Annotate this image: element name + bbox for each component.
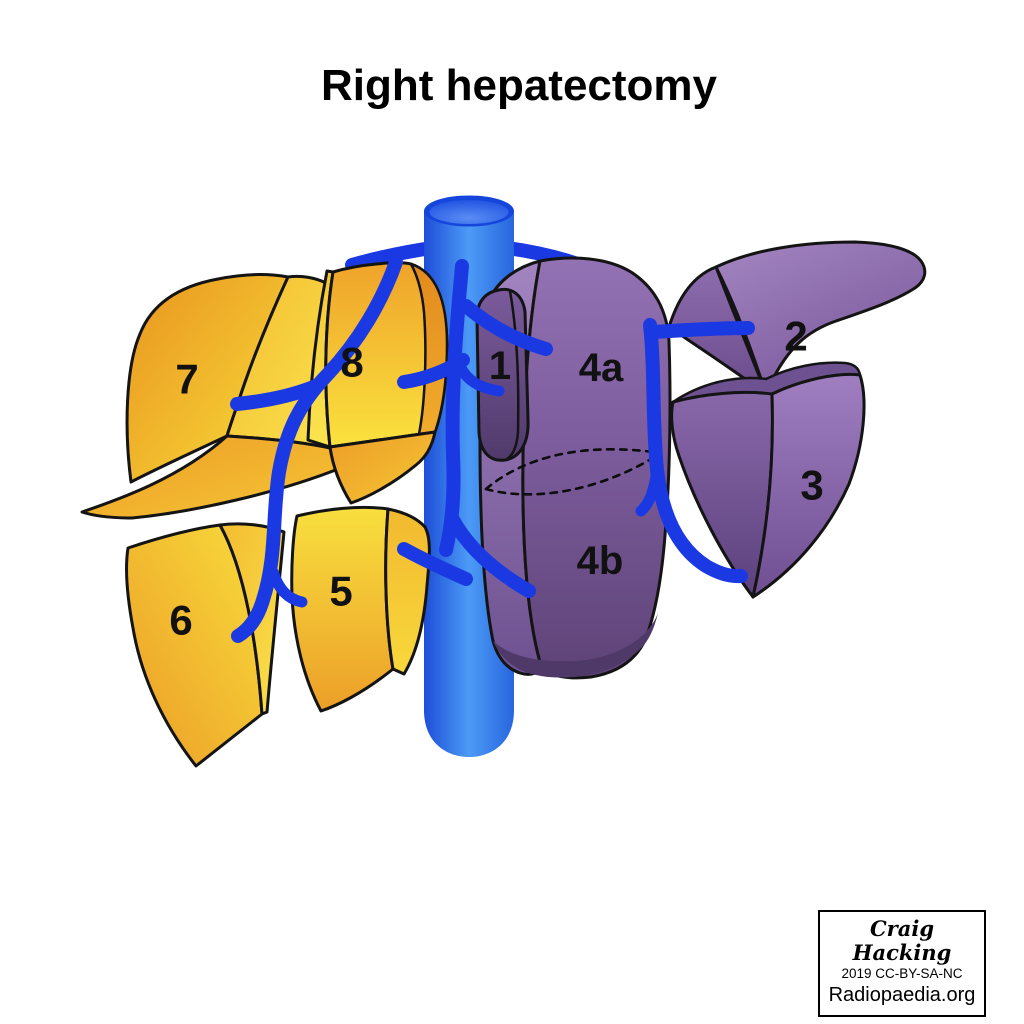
segment-8 [306,261,449,505]
right-hepatic-vein-trunk [231,255,403,643]
credit-source: Radiopaedia.org [828,983,976,1006]
middle-hepatic-vein-branch-4b [445,511,536,598]
right-hepatic-vein-branch-7 [230,379,323,411]
segment-2-label: 2 [784,313,807,360]
segment-5-label: 5 [329,568,352,615]
right-hepatic-vein-branch-6 [267,566,308,608]
segment-3 [670,361,866,599]
left-hepatic-vein-branch-2 [647,321,755,339]
segment-4b-label: 4b [577,539,624,583]
segment-4a-4b-divider-dash-lower [484,451,663,496]
segment-6-label: 6 [169,597,192,644]
credit-license: 2019 CC-BY-SA-NC [841,966,963,982]
left-hepatic-vein [635,318,755,584]
segment-1-label: 1 [489,344,511,388]
middle-hepatic-vein-branchlet [454,360,505,397]
segment-3-label: 3 [800,462,823,509]
page-title: Right hepatectomy [321,61,718,110]
segment-4-underside-shade [493,613,658,678]
segment-8-inferior-face [328,430,437,505]
left-hepatic-vein-branchlet [635,464,663,517]
middle-hepatic-vein-branch-5 [397,542,473,586]
credit-box: Craig Hacking 2019 CC-BY-SA-NC Radiopaed… [818,910,986,1017]
segment-6 [125,522,286,768]
right-hepatic-vein [230,255,403,643]
segment-1-contour [505,289,520,461]
credit-author: Craig Hacking [852,916,952,966]
segment-5-cut-face [384,507,431,676]
left-hepatic-vein-trunk [643,318,748,584]
segment-8-label: 8 [340,339,363,386]
segment-7-label: 7 [175,356,198,403]
segment-4a-label: 4a [579,346,624,390]
segment-7-inferior-face [80,434,340,520]
middle-hepatic-vein-branch-4a [459,299,553,356]
segment-4a-4b-divider-dash-upper [484,448,663,491]
middle-hepatic-vein [397,259,553,598]
segment-5 [290,505,431,713]
segment-3-main-face [751,372,866,599]
ivc-lumen [429,200,509,224]
